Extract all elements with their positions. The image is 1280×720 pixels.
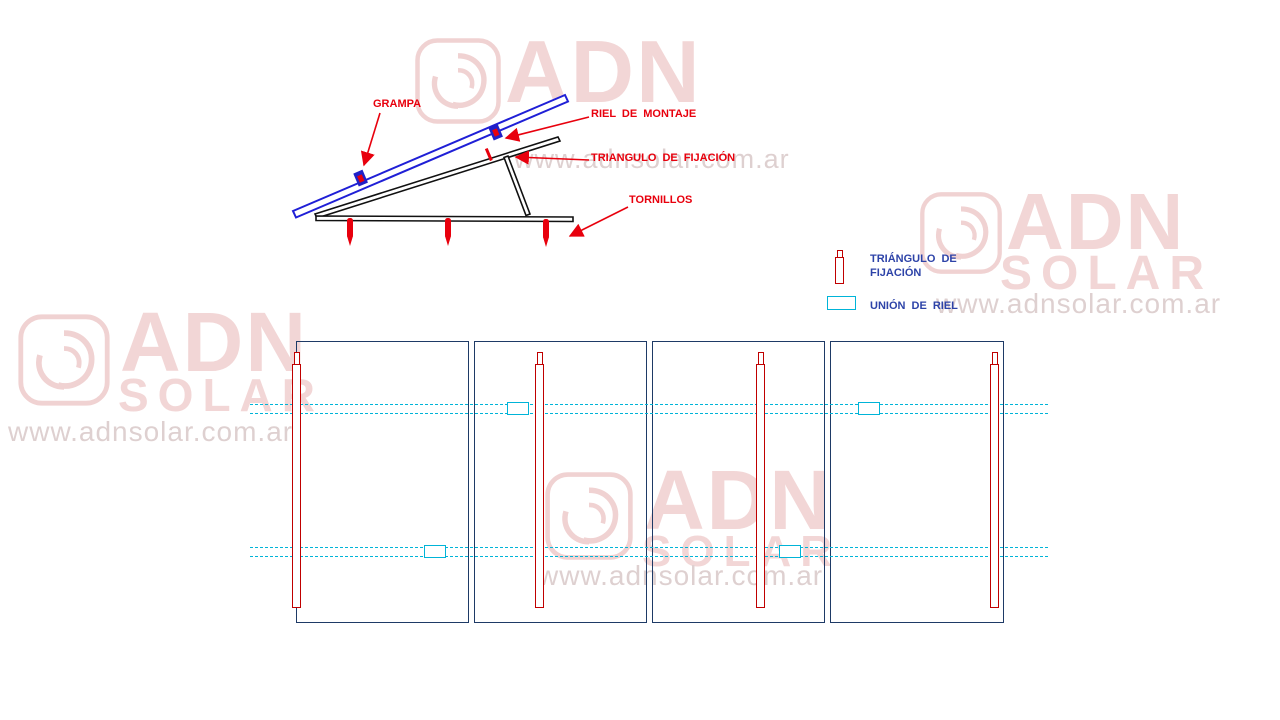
legend-rail-union-swatch [827,296,856,310]
fixing-triangle-marker [292,364,301,608]
watermark-brand: ADN [1006,177,1186,266]
legend-text-line1: TRIÁNGULO DE [870,253,957,265]
watermark-brand: ADN [505,22,702,121]
adn-logo-icon [920,192,1002,274]
label-triangulo-de-fijacion: TRIANGULO DE FIJACIÓN [591,152,736,164]
rail-union [507,402,529,415]
fixing-triangle-marker [990,364,999,608]
clamp [353,169,368,187]
watermark-brand-solar: SOLAR [1000,247,1213,300]
screws [347,218,549,247]
rail-bolt [484,147,493,162]
legend-fixing-triangle-swatch [835,257,844,284]
rail-top [250,404,1048,414]
legend-fixing-triangle-label: TRIÁNGULO DE FIJACIÓN [870,252,957,280]
legend-rail-union-label: UNIÓN DE RIEL [870,300,958,312]
watermark-url: www.adnsolar.com.ar [936,288,1222,319]
label-riel-de-montaje: RIEL DE MONTAJE [591,108,697,120]
watermark-brand-solar: SOLAR [118,369,324,421]
fixing-triangle-marker [756,364,765,608]
assembly-drawing [291,93,629,247]
rail-union [779,545,801,558]
rail-union [858,402,880,415]
rail-bottom [250,547,1048,557]
fixing-triangle [313,136,574,223]
solar-panel-2 [474,341,647,623]
label-tornillos: TORNILLOS [629,194,693,206]
clamp [488,123,503,141]
adn-logo-icon [18,314,110,406]
watermark-url: www.adnsolar.com.ar [538,560,824,591]
adn-logo-icon [415,38,501,124]
solar-panel-1 [296,341,469,623]
legend-text-line2: FIJACIÓN [870,267,922,279]
solar-panel-3 [652,341,825,623]
mounting-rail [291,93,570,219]
adn-logo-icon [545,472,633,560]
watermark-brand: ADN [644,453,832,547]
label-grampa: GRAMPA [373,98,422,110]
annotation-arrows [360,112,629,237]
watermark-brand: ADN [120,295,308,389]
rail-union [424,545,446,558]
solar-panel-4 [830,341,1004,623]
watermark-url: www.adnsolar.com.ar [8,416,294,447]
fixing-triangle-marker [535,364,544,608]
